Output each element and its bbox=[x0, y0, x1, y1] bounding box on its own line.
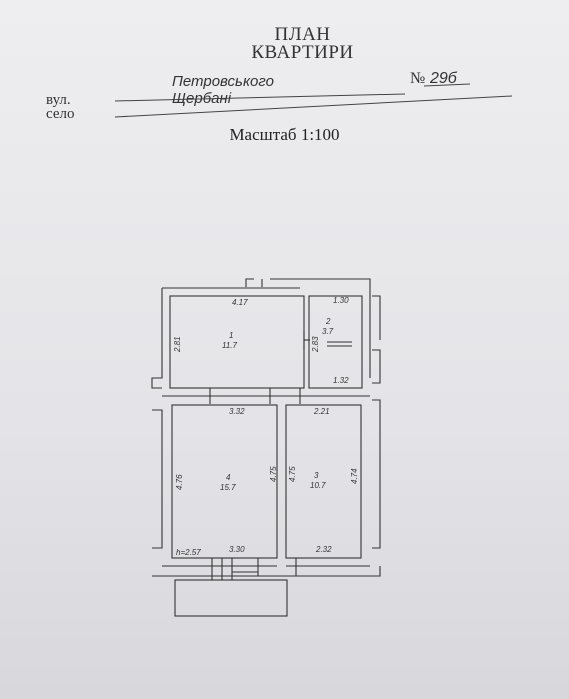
number-value: 29б bbox=[430, 70, 457, 87]
ceiling-height-note: h=2.57 bbox=[176, 548, 201, 557]
room-3-height-left: 4.75 bbox=[288, 466, 297, 482]
room-3-width-bottom: 2.32 bbox=[315, 545, 332, 554]
wall-segment bbox=[372, 295, 381, 340]
wall-segment bbox=[152, 409, 163, 549]
room-2-outline bbox=[308, 295, 363, 389]
village-underline bbox=[114, 95, 513, 118]
room-2-width-bottom: 1.32 bbox=[333, 376, 349, 385]
street-value: Петровського bbox=[172, 73, 274, 90]
room-4-width-bottom: 3.30 bbox=[229, 545, 245, 554]
room-3-number: 3 bbox=[314, 471, 319, 480]
room-1-width-top: 4.17 bbox=[232, 298, 248, 307]
room-1-outline bbox=[169, 295, 305, 389]
room-1-number: 1 bbox=[229, 331, 233, 340]
room-4-outline bbox=[171, 404, 278, 559]
wall-segment bbox=[372, 399, 381, 549]
room-4-height-left: 4.76 bbox=[175, 474, 184, 490]
room-1-area: 11.7 bbox=[222, 341, 238, 350]
room-4-number: 4 bbox=[226, 473, 231, 482]
room-3-height-right: 4.74 bbox=[350, 468, 359, 484]
room-3-width-top: 2.21 bbox=[313, 407, 330, 416]
wall-segment bbox=[152, 566, 381, 577]
room-2-number: 2 bbox=[325, 317, 331, 326]
wall-segment bbox=[245, 278, 254, 287]
village-label: село bbox=[46, 106, 75, 122]
wall-segment bbox=[372, 349, 381, 384]
wall-segment bbox=[151, 288, 163, 389]
document-title-line1: ПЛАН bbox=[274, 24, 331, 45]
number-underline bbox=[423, 83, 471, 87]
room-1-height-side-right: 2.83 bbox=[311, 336, 320, 353]
scale-label: Масштаб 1:100 bbox=[229, 125, 340, 144]
street-underline bbox=[114, 93, 406, 102]
document-title-line2: КВАРТИРИ bbox=[251, 42, 354, 63]
room-4-height-right: 4.75 bbox=[269, 466, 278, 482]
room-4-width-top: 3.32 bbox=[229, 407, 245, 416]
room-2-width-top: 1.30 bbox=[333, 296, 349, 305]
street-label: вул. bbox=[46, 92, 71, 108]
wall-segment bbox=[270, 278, 371, 378]
room-3-outline bbox=[285, 404, 362, 559]
room-1-height-side: 2.81 bbox=[173, 336, 182, 353]
room-3-area: 10.7 bbox=[310, 481, 326, 490]
porch-outline bbox=[174, 579, 288, 617]
number-label: № bbox=[410, 70, 426, 87]
room-2-area: 3.7 bbox=[322, 327, 334, 336]
room-4-area: 15.7 bbox=[220, 483, 236, 492]
